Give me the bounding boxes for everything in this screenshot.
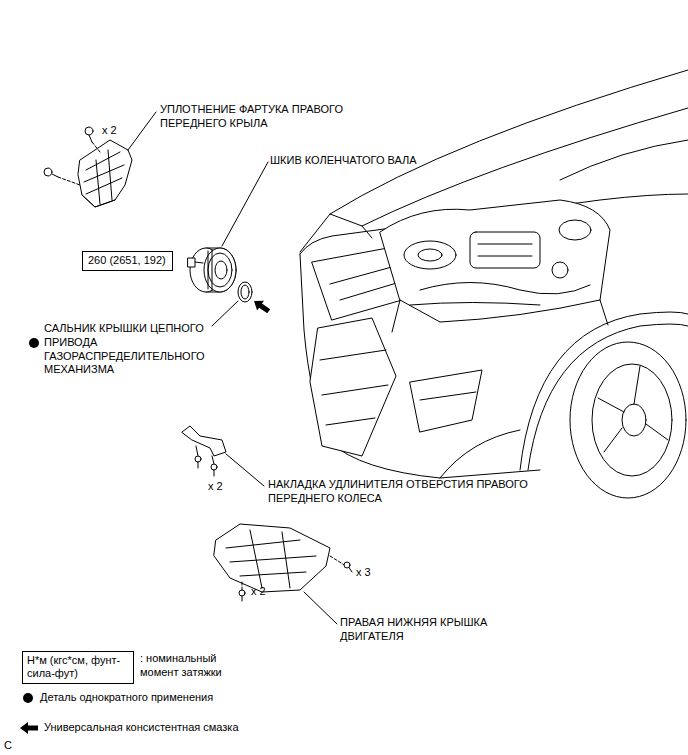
part-name: САЛЬНИК КРЫШКИ ЦЕПНОГО ПРИВОДА ГАЗОРАСПР…	[44, 322, 226, 377]
quantity: x 2	[102, 124, 117, 138]
extension-pad-part	[182, 426, 264, 486]
legend-text: : номинальный момент затяжки	[140, 652, 240, 680]
torque-box: 260 (2651, 192)	[82, 251, 173, 271]
car-illustration	[300, 70, 688, 498]
part-name: ШКИВ КОЛЕНЧАТОГО ВАЛА	[270, 154, 470, 168]
one-time-dot	[29, 338, 39, 348]
quantity: x 2	[251, 585, 266, 599]
legend-text: Универсальная консистентная смазка	[44, 721, 344, 735]
part-name: ПРАВАЯ НИЖНЯЯ КРЫШКА ДВИГАТЕЛЯ	[340, 616, 515, 644]
node-text: 260 (2651, 192)	[88, 254, 167, 267]
figure-code: C	[4, 739, 12, 753]
part-name: УПЛОТНЕНИЕ ФАРТУКА ПРАВОГО ПЕРЕДНЕГО КРЫ…	[160, 103, 375, 131]
legend-text: Деталь однократного применения	[40, 691, 340, 705]
legend-dot	[23, 693, 33, 703]
engine-cover-part	[214, 524, 352, 624]
legend-torque-box: Н*м (кгс*см, фунт-сила-фут)	[22, 651, 134, 684]
crank-pulley-part	[188, 162, 272, 326]
fender-seal-part	[44, 112, 156, 207]
quantity: x 2	[208, 480, 223, 494]
node-text: Н*м (кгс*см, фунт-сила-фут)	[27, 654, 129, 680]
quantity: x 3	[356, 566, 371, 580]
part-name: НАКЛАДКА УДЛИНИТЕЛЯ ОТВЕРСТИЯ ПРАВОГО ПЕ…	[268, 478, 538, 506]
legend-arrow	[20, 722, 38, 734]
